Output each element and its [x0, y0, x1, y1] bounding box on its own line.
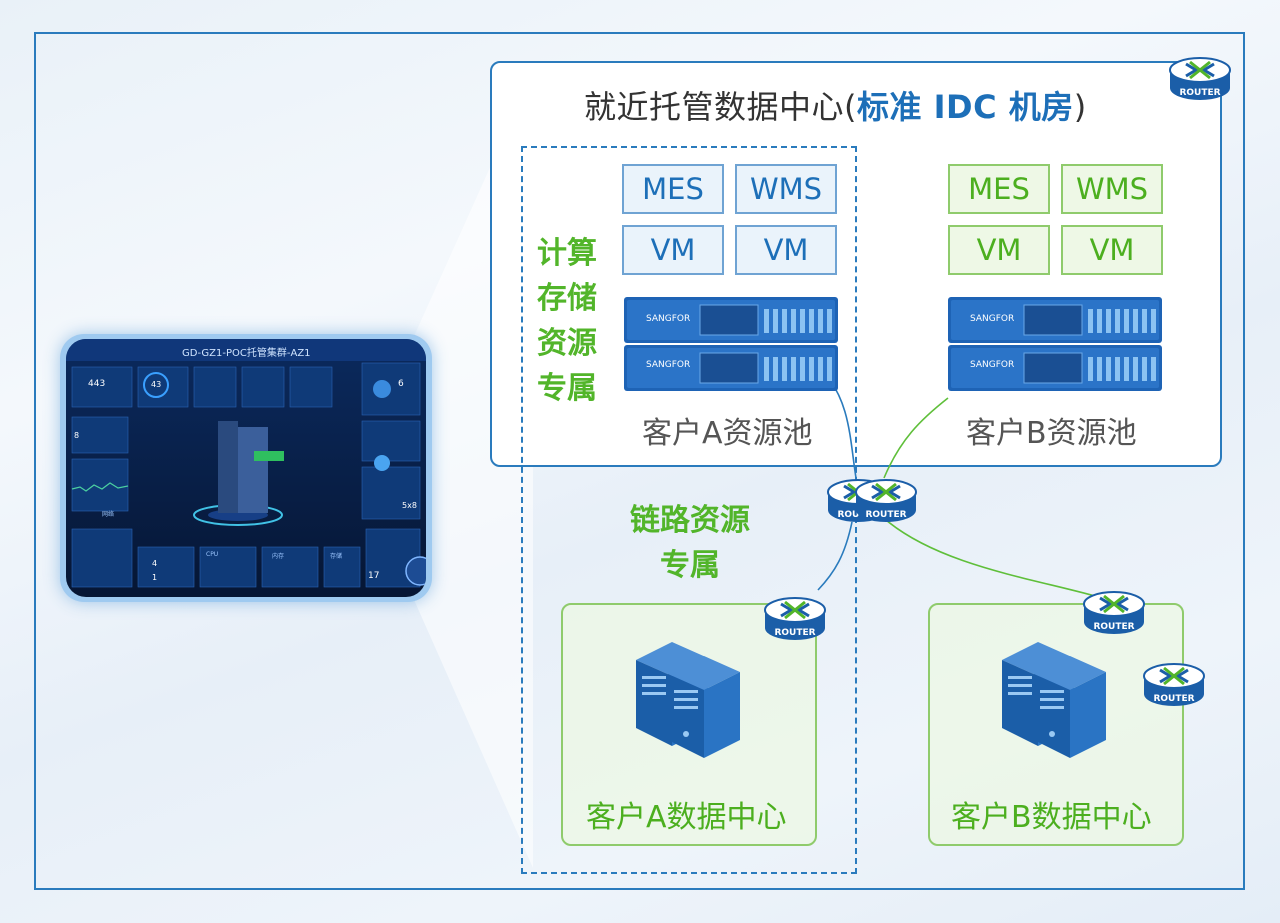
idc-title: 就近托管数据中心(标准 IDC 机房) — [584, 88, 1087, 126]
compute-storage-label: 计算 存储 资源 专属 — [537, 236, 597, 406]
dashboard-stat: 5x8 — [402, 501, 417, 510]
dashboard-stat: 1 — [152, 573, 158, 582]
server-brand-label: SANGFOR — [970, 314, 1015, 324]
idc-title-highlight: 标准 IDC 机房 — [857, 88, 1074, 126]
outer-frame — [34, 32, 1245, 890]
server-rack-icon — [948, 297, 1162, 391]
router-icon: ROUTER — [763, 592, 827, 648]
dashboard-label: 存储 — [330, 553, 343, 560]
router-icon: ROUTER — [1168, 52, 1232, 108]
customer-a-label: 客户A数据中心 — [586, 800, 787, 835]
dashboard-title: GD-GZ1-POC托管集群-AZ1 — [182, 348, 311, 359]
pool-a-app-mes: MES — [622, 164, 724, 214]
link-line-a-dc — [817, 521, 853, 591]
server-brand-label: SANGFOR — [646, 360, 691, 370]
customer-b-label: 客户B数据中心 — [951, 800, 1152, 835]
dashboard-stat: 8 — [74, 431, 80, 440]
pool-a-app-vm: VM — [622, 225, 724, 275]
dashboard-stat: 4 — [152, 559, 158, 568]
server-brand-label: SANGFOR — [646, 314, 691, 324]
pool-b-app-vm: VM — [948, 225, 1050, 275]
pool-a-label: 客户A资源池 — [642, 416, 813, 451]
server-rack-icon — [624, 297, 838, 391]
dashboard-stat: 43 — [151, 380, 162, 389]
tower-server-icon — [636, 642, 740, 758]
tower-server-icon — [1002, 642, 1106, 758]
dashboard-graphic — [66, 339, 426, 597]
router-icon: ROUTER — [1082, 586, 1146, 642]
dashboard-label: 内存 — [272, 553, 285, 560]
router-icon: ROUTER — [854, 474, 918, 530]
link-line-b-dc — [885, 519, 1096, 597]
pool-a-app-wms: WMS — [735, 164, 837, 214]
dashboard-stat: 443 — [88, 379, 106, 389]
server-brand-label: SANGFOR — [970, 360, 1015, 370]
pool-b-app-vm: VM — [1061, 225, 1163, 275]
dashboard-label: 网络 — [102, 511, 115, 518]
pool-b-app-wms: WMS — [1061, 164, 1163, 214]
pool-a-app-vm: VM — [735, 225, 837, 275]
router-icon: ROUTER — [1142, 658, 1206, 714]
pool-b-app-mes: MES — [948, 164, 1050, 214]
dashboard-screen: GD-GZ1-POC托管集群-AZ1 443 43 6 17 5x8 1 4 8… — [66, 339, 426, 597]
link-line-b-pool — [883, 397, 949, 479]
link-resource-label: 链路资源 专属 — [630, 503, 750, 583]
dashboard-label: CPU — [206, 551, 219, 558]
pool-b-label: 客户B资源池 — [966, 416, 1137, 451]
dashboard-stat: 6 — [398, 379, 404, 389]
dashboard-stat: 17 — [368, 571, 380, 581]
